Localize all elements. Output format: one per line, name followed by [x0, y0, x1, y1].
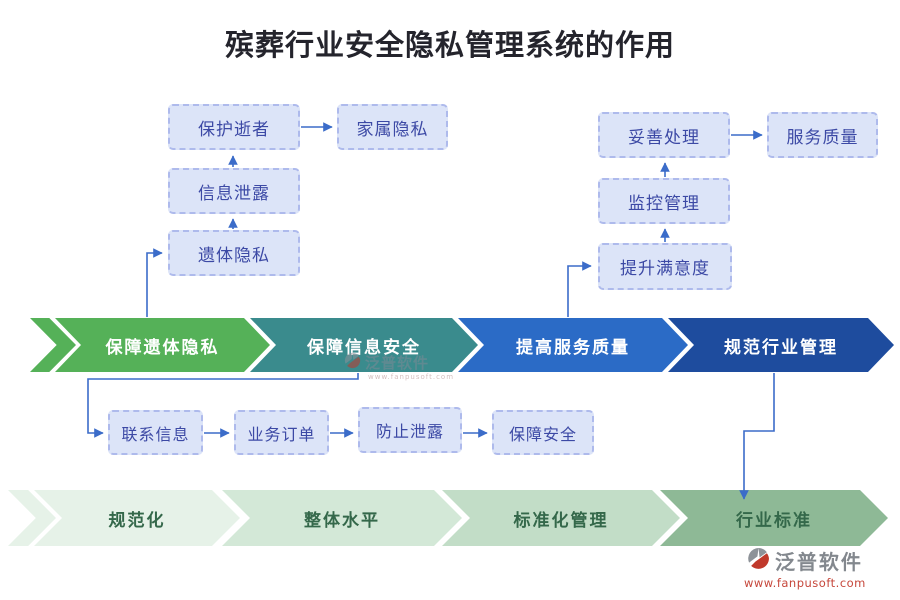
stage-industry-management: 规范行业管理 [668, 318, 894, 372]
footer-url-text: www.fanpusoft.com [744, 576, 866, 590]
node-info-leak: 信息泄露 [168, 168, 300, 214]
node-ensure-safety: 保障安全 [492, 410, 594, 455]
stage-protect-body-privacy: 保障遗体隐私 [55, 318, 270, 372]
node-prevent-leak: 防止泄露 [358, 407, 462, 453]
node-monitoring: 监控管理 [598, 178, 730, 224]
footer-brand-text: 泛普软件 [774, 550, 863, 574]
footer-logo: 泛普软件 www.fanpusoft.com [744, 546, 866, 590]
node-service-quality: 服务质量 [767, 112, 878, 158]
fanpu-logo-icon [747, 547, 770, 574]
node-protect-deceased: 保护逝者 [168, 104, 300, 150]
watermark: 泛普软件 www.fanpusoft.com [344, 352, 454, 381]
bottom-stage-standardization: 规范化 [34, 490, 240, 546]
watermark-url-text: www.fanpusoft.com [368, 373, 455, 381]
node-satisfaction: 提升满意度 [598, 243, 732, 290]
node-proper-handling: 妥善处理 [598, 112, 730, 158]
bottom-stage-standard-management: 标准化管理 [442, 490, 680, 546]
node-body-privacy: 遗体隐私 [168, 230, 300, 276]
stage-info-security: 保障信息安全 [250, 318, 478, 372]
bottom-stage-overall-level: 整体水平 [222, 490, 462, 546]
diagram-title: 殡葬行业安全隐私管理系统的作用 [224, 28, 675, 62]
watermark-brand-text: 泛普软件 [365, 354, 430, 372]
stage-service-quality: 提高服务质量 [458, 318, 688, 372]
bottom-stage-industry-standard: 行业标准 [660, 490, 888, 546]
node-business-order: 业务订单 [234, 410, 329, 455]
fanpu-watermark-logo-icon [344, 352, 361, 373]
node-family-privacy: 家属隐私 [337, 104, 448, 150]
node-contact-info: 联系信息 [108, 410, 203, 455]
